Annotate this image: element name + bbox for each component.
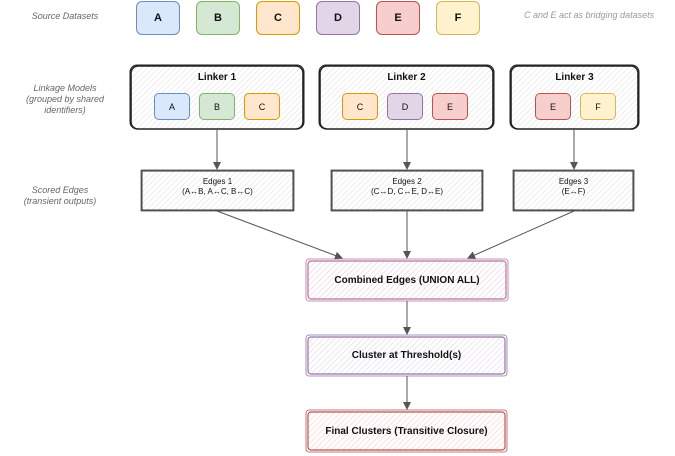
edges-1-pairs: (A↔B, A↔C, B↔C) [182, 187, 253, 196]
linker-1-dataset-a: A [154, 93, 190, 120]
source-dataset-d: D [316, 1, 360, 35]
linker-1-title: Linker 1 [197, 72, 237, 83]
source-dataset-e: E [376, 1, 420, 35]
edges-3-box-shape [512, 169, 635, 212]
row-label-edges-line-2: (transient outputs) [23, 196, 97, 206]
row-label-linkers: Linkage Models (grouped by shared identi… [5, 83, 125, 116]
linker-1-dataset-c: C [244, 93, 280, 120]
edges-1-title: Edges 1 [202, 177, 233, 186]
edges-2-box: Edges 2 (C↔D, C↔E, D↔E) [331, 170, 483, 211]
edges-2-box-shape [330, 169, 484, 212]
edges-3-pairs: (E↔F) [561, 187, 586, 196]
cluster-threshold-shape [305, 334, 508, 377]
edges-3-title: Edges 3 [558, 177, 589, 186]
source-dataset-f: F [436, 1, 480, 35]
cluster-threshold-label: Cluster at Threshold(s) [351, 350, 462, 361]
edges-3-box: Edges 3 (E↔F) [513, 170, 634, 211]
source-dataset-c: C [256, 1, 300, 35]
arrow-edges3-combined [467, 210, 575, 259]
row-label-linkers-line-2: (grouped by shared [25, 94, 105, 104]
linker-2-dataset-e: E [432, 93, 468, 120]
linker-3-title: Linker 3 [555, 72, 594, 83]
linker-2-title: Linker 2 [387, 72, 426, 83]
edges-2-title: Edges 2 [392, 177, 422, 186]
row-label-linkers-line-1: Linkage Models [33, 83, 97, 93]
combined-edges-label: Combined Edges (UNION ALL) [334, 274, 480, 286]
linker-3-dataset-e: E [535, 93, 571, 120]
edges-1-box-shape [140, 169, 295, 212]
bridging-note: C and E act as bridging datasets [524, 10, 655, 20]
combined-edges-shape [305, 258, 509, 302]
final-clusters-label: Final Clusters (Transitive Closure) [325, 425, 488, 437]
linker-3-dataset-f: F [580, 93, 616, 120]
source-dataset-a: A [136, 1, 180, 35]
row-label-edges-line-1: Scored Edges [31, 185, 89, 195]
linker-2-dataset-d: D [387, 93, 423, 120]
source-dataset-b: B [196, 1, 240, 35]
edges-1-box: Edges 1 (A↔B, A↔C, B↔C) [141, 170, 294, 211]
row-label-edges: Scored Edges (transient outputs) [5, 185, 115, 207]
row-label-sources: Source Datasets [31, 11, 99, 21]
arrow-edges1-combined [216, 210, 343, 260]
linker-1-dataset-b: B [199, 93, 235, 120]
row-label-linkers-line-3: identifiers) [44, 105, 86, 115]
final-clusters-shape [305, 409, 508, 453]
edges-2-pairs: (C↔D, C↔E, D↔E) [371, 187, 443, 196]
linker-2-dataset-c: C [342, 93, 378, 120]
